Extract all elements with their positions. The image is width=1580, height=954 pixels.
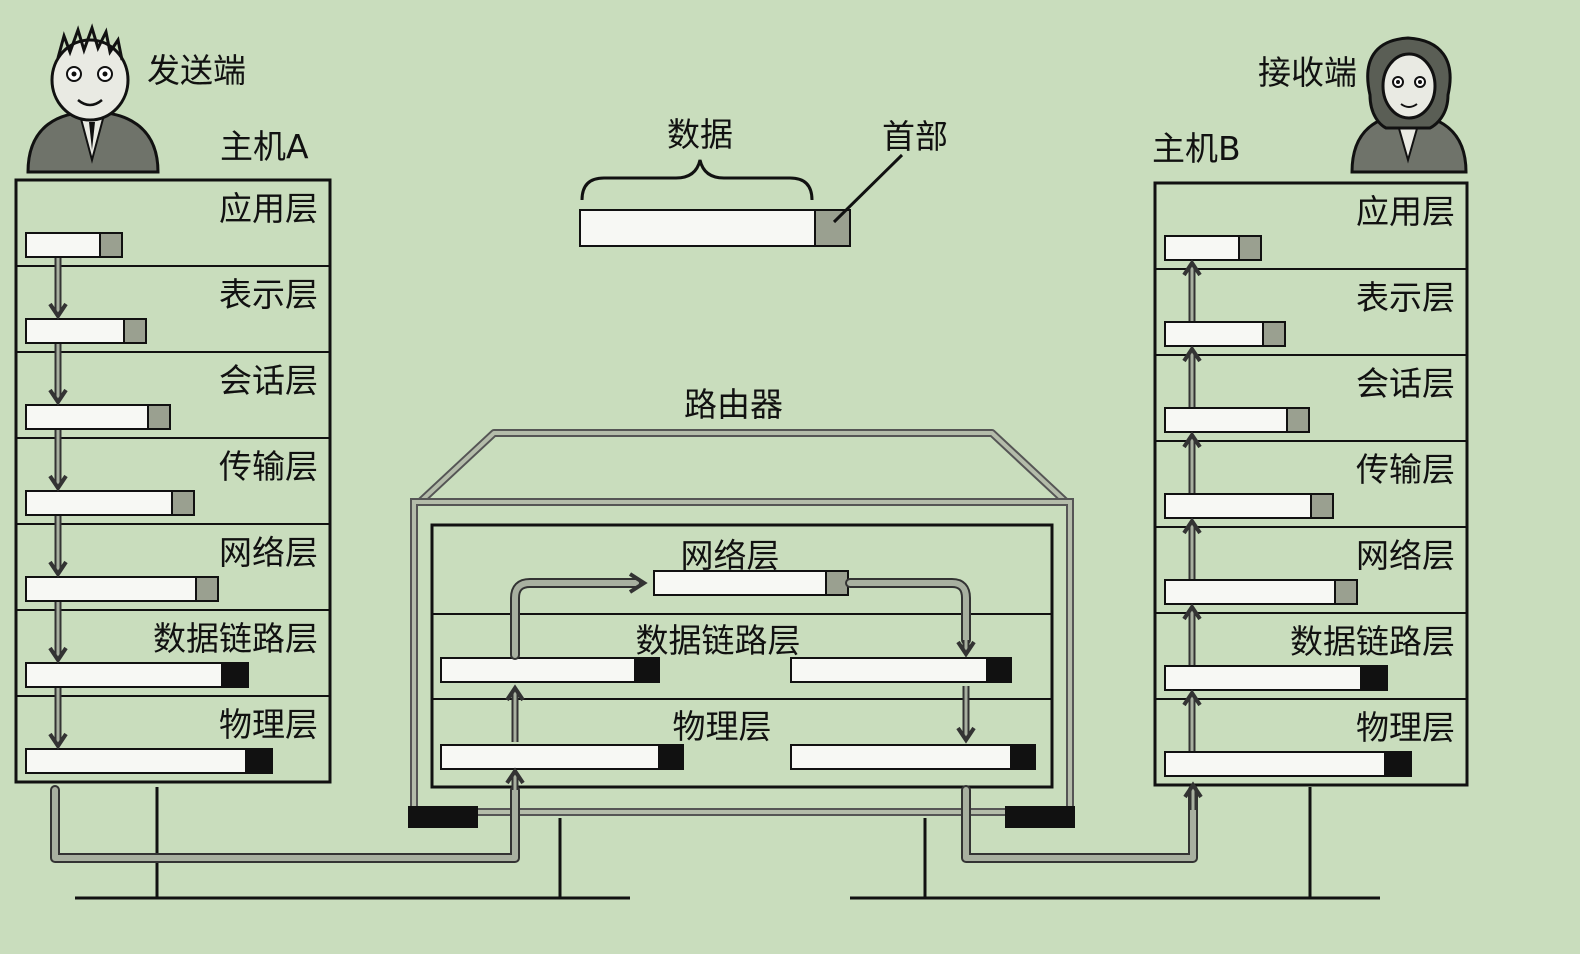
router-layer-label: 物理层 bbox=[673, 707, 772, 746]
host-a-packet-header bbox=[123, 318, 147, 344]
router-arrow-down-head bbox=[956, 726, 976, 744]
host-b-layer-label: 传输层 bbox=[1356, 450, 1455, 489]
host-b-packet-header bbox=[1262, 321, 1286, 347]
host-b-packet bbox=[1164, 321, 1264, 347]
host-b-frame bbox=[1153, 181, 1469, 787]
host-b-arrowhead bbox=[1182, 689, 1202, 707]
host-b-arrowhead bbox=[1182, 517, 1202, 535]
host-b-layer-label: 网络层 bbox=[1356, 536, 1455, 575]
host-b-packet-header bbox=[1334, 579, 1358, 605]
host-a-packet bbox=[25, 748, 247, 774]
host-a-layer-label: 应用层 bbox=[219, 189, 318, 228]
host-b-packet bbox=[1164, 407, 1288, 433]
data-flow-path bbox=[50, 578, 1198, 863]
host-b-layer-label: 数据链路层 bbox=[1290, 622, 1455, 661]
router-packets bbox=[440, 570, 1036, 770]
host-a-layer-label: 网络层 bbox=[219, 533, 318, 572]
host-b-packet-header bbox=[1360, 665, 1388, 691]
sender-label: 发送端 bbox=[147, 51, 246, 90]
host-b-arrowhead bbox=[1182, 603, 1202, 621]
host-a-packet-header bbox=[99, 232, 123, 258]
router-packet bbox=[790, 657, 988, 683]
host-b-arrowhead bbox=[1182, 259, 1202, 277]
router-packet-header bbox=[825, 570, 849, 596]
host-a-packet-header bbox=[195, 576, 219, 602]
legend-data-label: 数据 bbox=[667, 115, 733, 154]
host-b-arrowhead bbox=[1182, 345, 1202, 363]
host-a-packet bbox=[25, 576, 197, 602]
host-b-layer-label: 应用层 bbox=[1356, 192, 1455, 231]
host-a-label: 主机A bbox=[220, 127, 309, 166]
host-a-packet-header bbox=[221, 662, 249, 688]
router-label: 路由器 bbox=[684, 385, 783, 424]
host-b-packet-header bbox=[1238, 235, 1262, 261]
host-a-packet-header bbox=[147, 404, 171, 430]
flow-arrows bbox=[48, 258, 1203, 810]
host-a-arrowhead bbox=[48, 302, 68, 320]
host-a-packet bbox=[25, 318, 125, 344]
router-arrow-down-2-head bbox=[956, 640, 976, 658]
router-packet-header bbox=[1010, 744, 1036, 770]
host-b-packet bbox=[1164, 493, 1312, 519]
receiver-label: 接收端 bbox=[1258, 53, 1357, 92]
host-a-arrowhead bbox=[48, 388, 68, 406]
sender-person-icon bbox=[26, 23, 160, 174]
router-port-right bbox=[1005, 806, 1075, 828]
host-a-arrowhead bbox=[48, 646, 68, 664]
router-packet-header bbox=[634, 657, 660, 683]
router-packet-header bbox=[658, 744, 684, 770]
router-layer-label: 网络层 bbox=[681, 536, 780, 575]
host-b-layer-label: 会话层 bbox=[1356, 364, 1455, 403]
host-b-arrowhead bbox=[1182, 431, 1202, 449]
host-a-layer-label: 数据链路层 bbox=[153, 619, 318, 658]
host-b-packet-header bbox=[1286, 407, 1310, 433]
host-b-packet bbox=[1164, 665, 1362, 691]
router-packet bbox=[790, 744, 1012, 770]
host-b-packet-header bbox=[1384, 751, 1412, 777]
router-packet bbox=[653, 570, 827, 596]
router-arrow-in-head bbox=[505, 767, 525, 785]
host-b-packet bbox=[1164, 579, 1336, 605]
host-a-packet bbox=[25, 232, 101, 258]
host-a-layer-label: 传输层 bbox=[219, 447, 318, 486]
router-arrow-right-head bbox=[628, 572, 648, 594]
legend: 数据 首部 bbox=[579, 115, 948, 247]
router-port-left bbox=[408, 806, 478, 828]
router-packet-header bbox=[986, 657, 1012, 683]
router-layer-label: 数据链路层 bbox=[636, 621, 801, 660]
host-a-packet bbox=[25, 662, 223, 688]
router-packet bbox=[440, 744, 660, 770]
network-wires bbox=[75, 787, 1380, 900]
router bbox=[408, 429, 1075, 828]
host-b-packet-header bbox=[1310, 493, 1334, 519]
host-b-layer-label: 物理层 bbox=[1356, 708, 1455, 747]
router-packet bbox=[440, 657, 636, 683]
host-b-packet bbox=[1164, 751, 1386, 777]
host-b-arrow-in-head bbox=[1183, 781, 1203, 799]
host-a-frame bbox=[14, 178, 332, 784]
host-a-packet bbox=[25, 490, 173, 516]
host-b-packet bbox=[1164, 235, 1240, 261]
host-a-packet-header bbox=[171, 490, 195, 516]
host-a-packet-header bbox=[245, 748, 273, 774]
host-a-layer-label: 表示层 bbox=[219, 275, 318, 314]
legend-header-label: 首部 bbox=[882, 117, 948, 156]
host-b-layer-label: 表示层 bbox=[1356, 278, 1455, 317]
host-a-packet bbox=[25, 404, 149, 430]
router-arrow-up-head bbox=[505, 684, 525, 702]
host-a-layer-label: 物理层 bbox=[219, 705, 318, 744]
receiver-person-icon bbox=[1350, 36, 1468, 174]
host-a-arrowhead bbox=[48, 732, 68, 750]
host-b-label: 主机B bbox=[1152, 129, 1241, 168]
host-a-layer-label: 会话层 bbox=[219, 361, 318, 400]
host-a-arrowhead bbox=[48, 560, 68, 578]
host-a-arrowhead bbox=[48, 474, 68, 492]
